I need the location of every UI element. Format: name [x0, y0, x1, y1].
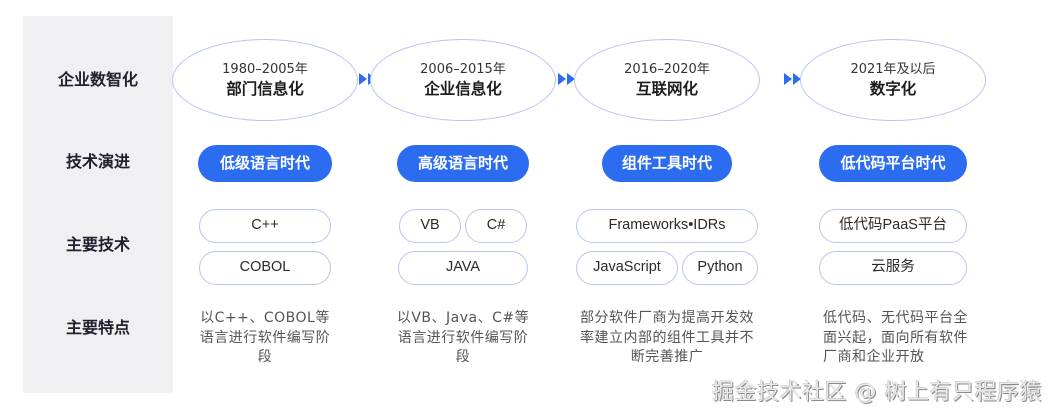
timeline-column-3: 2016–2020年 互联网化 组件工具时代 Frameworks•IDRs J… [557, 0, 777, 417]
era-name: 数字化 [869, 79, 917, 98]
tech-pill: 云服务 [819, 251, 967, 285]
tech-pill: JAVA [398, 251, 528, 285]
stage-badge: 低级语言时代 [198, 145, 332, 182]
tech-row: JAVA [398, 251, 528, 285]
era-years: 1980–2005年 [222, 61, 308, 77]
row-label-digitalization: 企业数智化 [57, 70, 138, 89]
era-years: 2016–2020年 [624, 61, 710, 77]
stage-badge: 高级语言时代 [397, 145, 529, 182]
watermark: 掘金技术社区 @ 树上有只程序猿 [712, 380, 1042, 405]
tech-row: Frameworks•IDRs [576, 209, 758, 243]
timeline-column-2: 2006–2015年 企业信息化 高级语言时代 VB C# JAVA 以VB、J… [353, 0, 573, 417]
timeline-column-4: 2021年及以后 数字化 低代码平台时代 低代码PaaS平台 云服务 低代码、无… [783, 0, 1003, 417]
feature-description: 以VB、Java、C#等语言进行软件编写阶段 [396, 310, 530, 365]
feature-description: 低代码、无代码平台全面兴起，面向所有软件厂商和企业开放 [823, 310, 968, 365]
stage-badge: 低代码平台时代 [819, 145, 967, 182]
era-ellipse: 2006–2015年 企业信息化 [370, 39, 556, 121]
tech-row: VB C# [399, 209, 527, 243]
row-label-main-features: 主要特点 [65, 318, 130, 337]
tech-pill: COBOL [199, 251, 331, 285]
feature-description: 以C++、COBOL等语言进行软件编写阶段 [199, 310, 331, 365]
double-right-arrow-icon [784, 73, 804, 87]
era-name: 部门信息化 [226, 79, 304, 98]
tech-row: 低代码PaaS平台 [819, 209, 967, 243]
era-ellipse: 2021年及以后 数字化 [800, 39, 986, 121]
era-ellipse: 2016–2020年 互联网化 [574, 39, 760, 121]
tech-pill: VB [399, 209, 461, 243]
era-name: 企业信息化 [424, 79, 502, 98]
era-years: 2021年及以后 [850, 61, 936, 77]
feature-description: 部分软件厂商为提高开发效率建立内部的组件工具并不断完善推广 [580, 310, 754, 365]
stage-badge: 组件工具时代 [602, 145, 732, 182]
row-label-main-tech: 主要技术 [65, 235, 130, 254]
tech-pill: Python [682, 251, 758, 285]
tech-pill: JavaScript [576, 251, 678, 285]
double-right-arrow-icon [558, 73, 578, 87]
era-name: 互联网化 [635, 79, 698, 98]
row-label-tech-evolution: 技术演进 [65, 152, 130, 171]
tech-pill: 低代码PaaS平台 [819, 209, 967, 243]
tech-row: JavaScript Python [576, 251, 758, 285]
era-ellipse: 1980–2005年 部门信息化 [172, 39, 358, 121]
era-years: 2006–2015年 [420, 61, 506, 77]
tech-row: COBOL [199, 251, 331, 285]
row-label-panel [23, 16, 173, 393]
tech-row: C++ [199, 209, 331, 243]
tech-row: 云服务 [819, 251, 967, 285]
timeline-column-1: 1980–2005年 部门信息化 低级语言时代 C++ COBOL 以C++、C… [155, 0, 375, 417]
tech-pill: C++ [199, 209, 331, 243]
tech-pill: C# [465, 209, 527, 243]
tech-pill: Frameworks•IDRs [576, 209, 758, 243]
